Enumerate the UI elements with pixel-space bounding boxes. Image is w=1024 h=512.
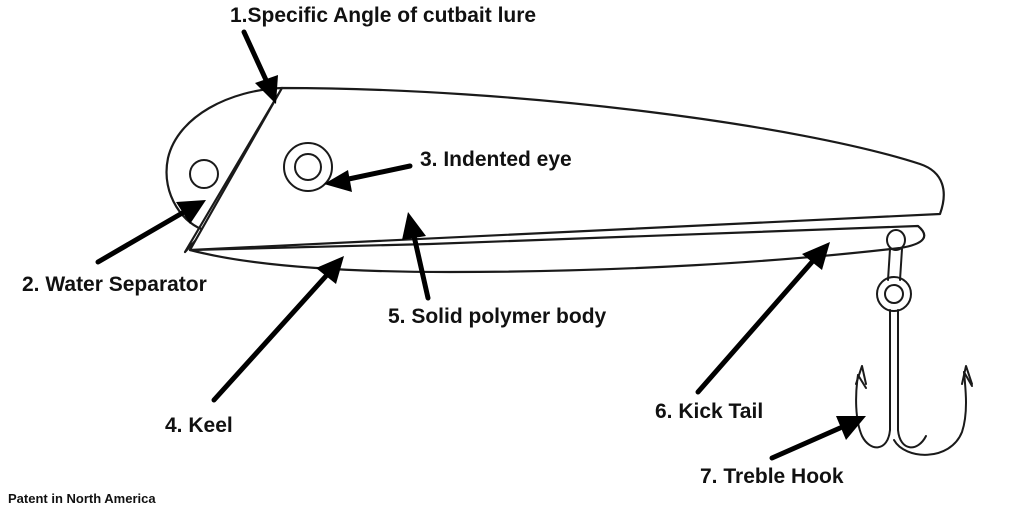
tail-line-eye xyxy=(886,229,906,251)
label-kick-tail: 6. Kick Tail xyxy=(655,400,763,423)
arrow-separator xyxy=(95,200,206,265)
split-ring xyxy=(876,276,912,312)
arrow-eye xyxy=(324,163,413,192)
nose-hole xyxy=(189,159,219,189)
annotation-arrows xyxy=(95,29,866,461)
arrow-hook xyxy=(769,416,866,461)
footer-patent-note: Patent in North America xyxy=(8,491,156,506)
arrow-body xyxy=(402,212,431,301)
annotation-labels: 1.Specific Angle of cutbait lure 2. Wate… xyxy=(8,4,844,506)
arrow-keel xyxy=(211,256,344,403)
arrow-angle xyxy=(241,29,278,104)
keel-shape xyxy=(188,224,926,274)
lure-illustration xyxy=(165,86,973,456)
ring-link-right xyxy=(899,248,903,281)
main-body-shape xyxy=(188,86,945,252)
split-ring-inner xyxy=(884,284,904,304)
arrow-kick-tail xyxy=(695,242,830,395)
label-treble-hook: 7. Treble Hook xyxy=(700,465,844,488)
label-indented-eye: 3. Indented eye xyxy=(420,148,572,171)
treble-hook xyxy=(855,309,973,456)
indented-eye-outer xyxy=(283,142,333,192)
label-angle: 1.Specific Angle of cutbait lure xyxy=(230,4,536,27)
label-solid-body: 5. Solid polymer body xyxy=(388,305,607,328)
indented-eye-inner xyxy=(294,153,322,181)
ring-link-left xyxy=(887,248,891,281)
label-keel: 4. Keel xyxy=(165,414,233,437)
label-water-separator: 2. Water Separator xyxy=(22,273,207,296)
